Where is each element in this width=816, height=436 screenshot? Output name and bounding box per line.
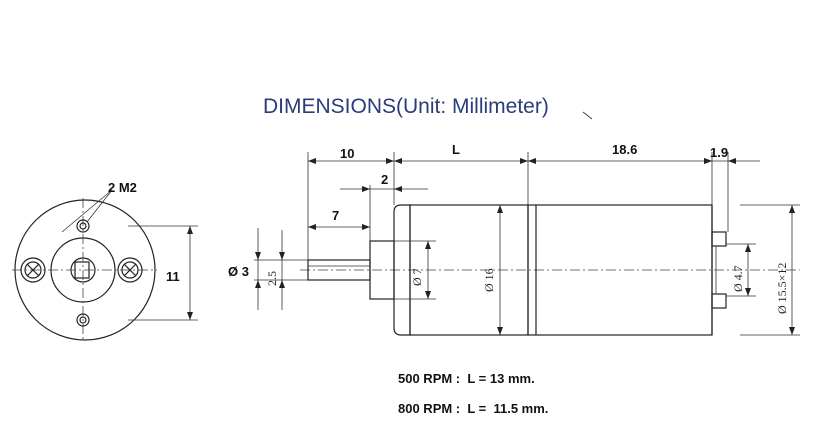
terminal-bottom [711,293,727,309]
right-screw-icon [117,257,143,283]
rpm-800-note: 800 RPM : L = 11.5 mm. [398,401,548,416]
title-tick [582,111,593,120]
flat-length-label: 7 [332,208,339,223]
rpm-500-note: 500 RPM : L = 13 mm. [398,371,535,386]
height-label: 11 [166,269,180,284]
terminal-top [711,231,727,247]
gearbox-length-label: 18.6 [612,142,637,157]
boss-diameter-label: Ø 7 [410,268,424,286]
left-screw-icon [20,257,46,283]
terminal-length-label: 1.9 [710,145,728,160]
shaft-diameter-label: Ø 3 [228,264,249,279]
body-diameter-label: Ø 16 [482,268,496,292]
bottom-mount-hole-icon [76,313,90,327]
screw-leader-1 [61,189,113,233]
terminal-diameter-label: Ø 4.7 [731,265,745,292]
motor-length-label: L [452,142,460,157]
screw-label: 2 M2 [108,180,137,195]
flat-width-label: 2.5 [265,271,279,286]
side-view: 10 L 18.6 1.9 2 7 Ø 3 [228,142,800,336]
boss-length-label: 2 [381,172,388,187]
top-mount-hole-icon [76,219,90,233]
screw-leader-2 [86,189,113,223]
front-view: 2 M2 11 [12,180,198,342]
drawing-title: DIMENSIONS(Unit: Millimeter) [263,95,549,118]
terminal-span-label: Ø 15.5×12 [775,263,789,314]
shaft-length-label: 10 [340,146,354,161]
